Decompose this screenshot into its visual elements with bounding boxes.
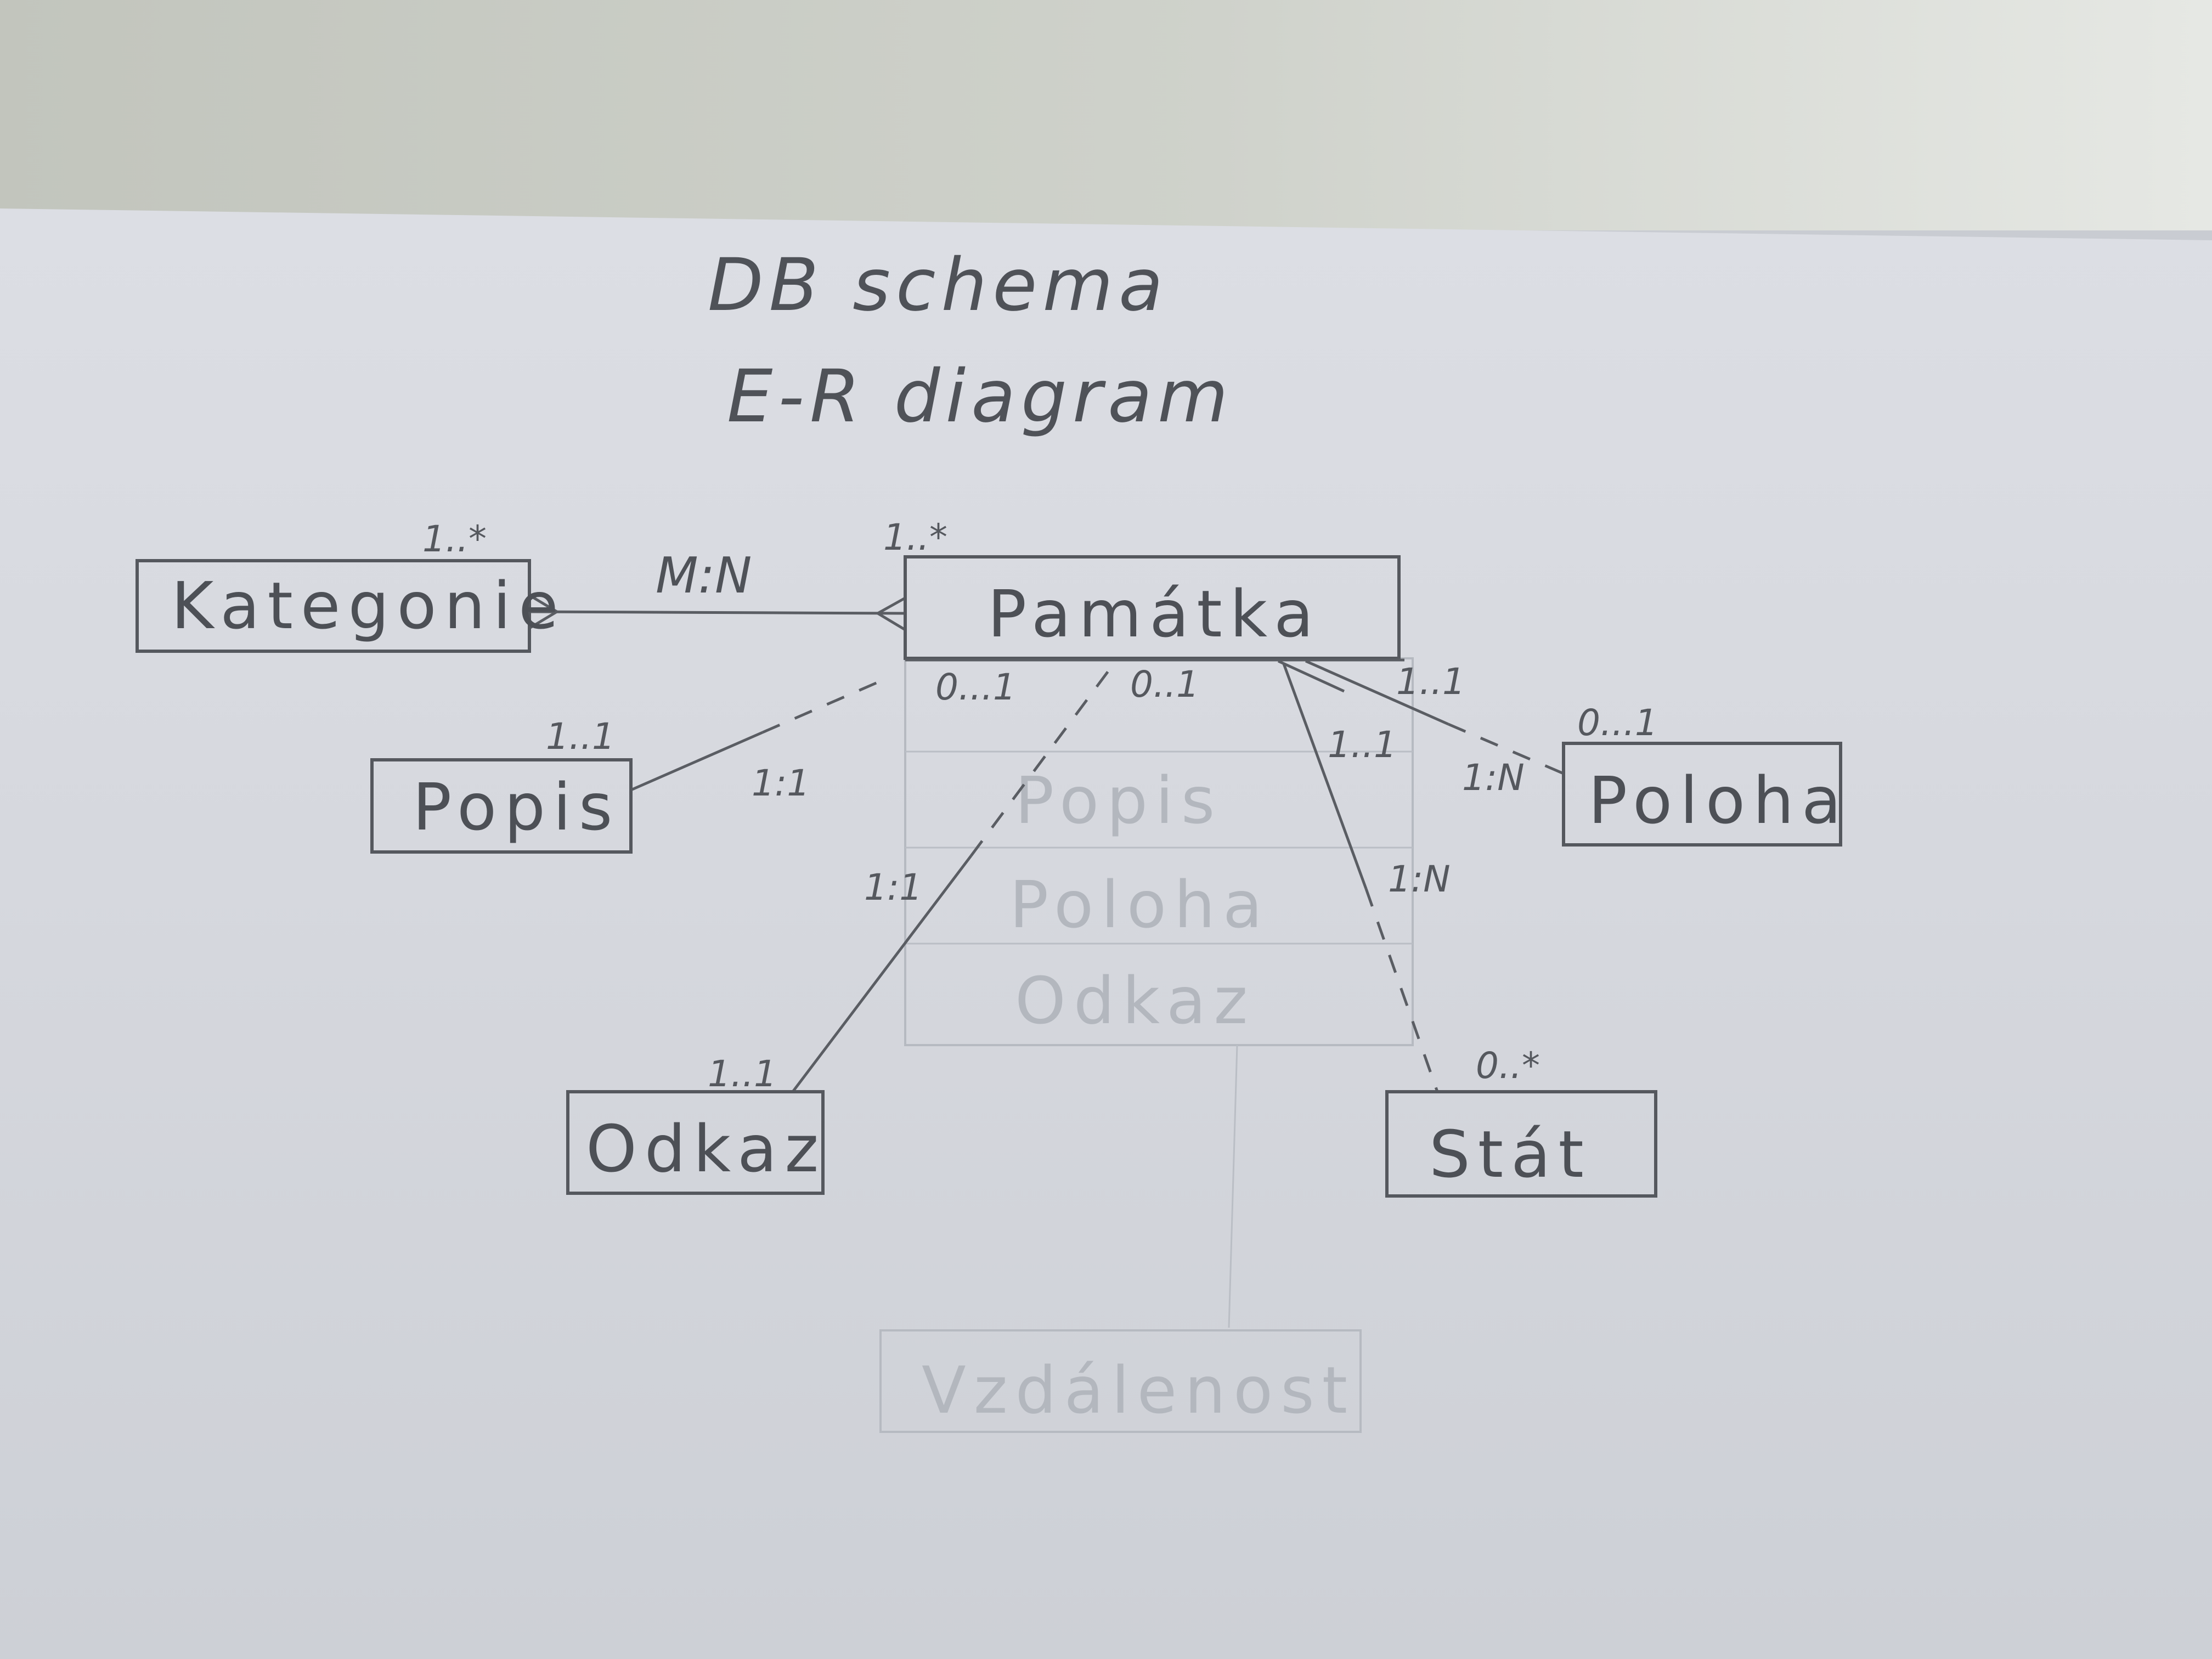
entity-poloha-box [1562,742,1842,847]
desk-background [0,0,2212,230]
link-poloha-pamatka-solid [1305,659,1449,726]
erased-attr-odkaz: Odkaz [1015,963,1255,1039]
entity-popis-box [370,758,633,854]
rel-type-odkaz-pamatka: 1:1 [864,866,922,909]
entity-odkaz-box [566,1090,825,1195]
entity-odkaz: Odkaz [566,1090,826,1195]
entity-popis-label: Popis [413,769,620,845]
mult-odkaz: 1..1 [708,1053,777,1095]
rel-type-kategorie-pamatka: M:N [656,547,752,605]
crowfoot-pamatka [875,596,906,631]
entity-kategorie-label: Kategonie [171,568,566,644]
mult-pamatka-stat: 1..1 [1328,724,1397,766]
title-line-2: E-R diagram [727,354,1234,439]
entity-stat-label: Stát [1429,1116,1592,1192]
rel-type-stat-pamatka: 1:N [1388,858,1451,900]
mult-pamatka-popis: 0...1 [935,666,1016,708]
entity-pamatka-box [904,555,1401,660]
entity-pamatka: Památka [904,555,1404,662]
link-poloha-pamatka-double [1277,659,1345,693]
entity-popis: Popis [370,758,633,854]
link-odkaz-pamatka-solid [792,855,972,1093]
entity-stat: Stát [1385,1090,1657,1198]
relationship-labels: 1..* 1..* M:N 1..1 0...1 1:1 1..1 0..1 1… [422,516,1658,1095]
entity-pamatka-label: Památka [988,576,1321,652]
rel-type-popis-pamatka: 1:1 [752,762,810,804]
mult-popis: 1..1 [546,715,615,758]
mult-pamatka-odkaz: 0..1 [1130,663,1199,706]
erased-attribute-table: Popis Poloha Odkaz Vzdálenost [879,657,1414,1433]
mult-stat: 0..* [1476,1045,1540,1087]
mult-pamatka-poloha: 1..1 [1396,661,1465,703]
erased-attr-popis: Popis [1015,763,1222,838]
link-popis-pamatka-dashed [762,676,889,734]
title-line-1: DB schema [708,243,1169,328]
entity-kategorie: Kategonie [136,559,566,653]
entity-poloha-label: Poloha [1588,763,1849,838]
mult-kategorie: 1..* [422,518,487,560]
link-stat-pamatka-dashed [1364,888,1439,1092]
entity-vzdalenost: Vzdálenost [922,1352,1355,1428]
erased-link-vzdalenost [1228,1045,1238,1328]
link-popis-pamatka-solid [630,731,764,792]
paper-sheet [0,208,2212,1659]
link-kategorie-pamatka [529,610,906,615]
entity-stat-box [1385,1090,1657,1198]
crowfoot-kategorie [528,594,560,630]
entity-vzdalenost-box [879,1329,1362,1433]
erased-attr-poloha: Poloha [1009,867,1270,943]
mult-pamatka-kategorie: 1..* [883,516,947,558]
entity-kategorie-box [136,559,531,653]
mult-poloha: 0...1 [1577,702,1658,744]
rel-type-poloha-pamatka: 1:N [1462,757,1525,799]
link-stat-pamatka-solid [1282,663,1368,889]
entity-poloha: Poloha [1562,742,1849,847]
link-odkaz-pamatka-dashed [969,663,1115,857]
relationship-lines [528,594,1564,1093]
entity-odkaz-label: Odkaz [586,1111,826,1187]
